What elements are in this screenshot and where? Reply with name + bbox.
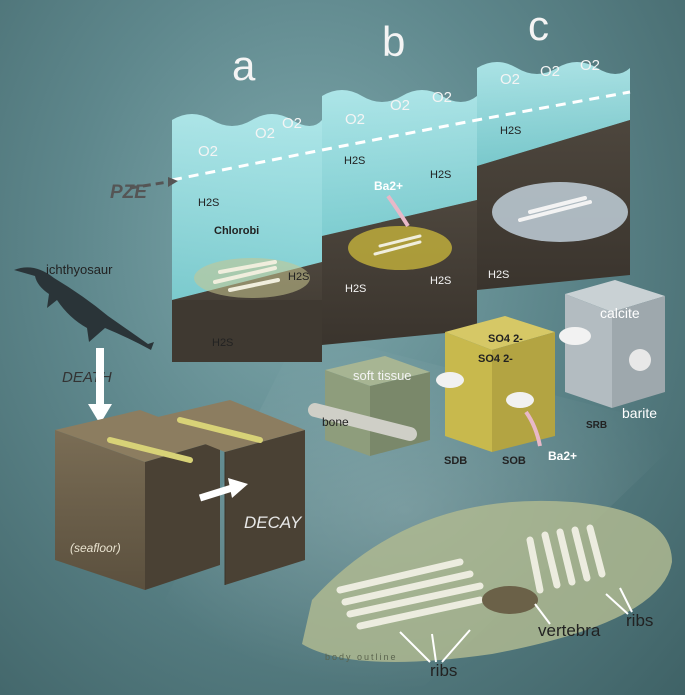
decay-arrow xyxy=(228,478,248,498)
bone-label: bone xyxy=(322,415,349,429)
soft-tissue-label: soft tissue xyxy=(353,368,412,383)
h2s-label: H2S xyxy=(500,125,521,137)
seafloor-label: (seafloor) xyxy=(70,541,121,555)
panel-a xyxy=(172,114,322,362)
pze-arrow xyxy=(129,180,169,190)
ribs-label: ribs xyxy=(626,611,653,630)
death-arrow xyxy=(88,404,112,424)
h2s-label: H2S xyxy=(430,169,451,181)
ichthyosaur-silhouette xyxy=(14,267,154,350)
h2s-label: H2S xyxy=(430,275,451,287)
sob-label: SOB xyxy=(502,455,526,467)
panel-b xyxy=(322,90,477,345)
panel-label-a: a xyxy=(232,42,256,89)
h2s-label: H2S xyxy=(344,155,365,167)
calcite-cube xyxy=(559,280,665,408)
h2s-label: H2S xyxy=(212,337,233,349)
sulfate-cube xyxy=(436,316,555,452)
h2s-label: H2S xyxy=(345,283,366,295)
srb-label: SRB xyxy=(586,420,607,431)
h2s-label: H2S xyxy=(198,197,219,209)
chlorobi-label: Chlorobi xyxy=(214,225,259,237)
carcass-c xyxy=(492,182,628,242)
panel-c xyxy=(477,62,630,290)
barite-label: barite xyxy=(622,405,657,421)
o2-label: O2 xyxy=(580,57,600,74)
o2-label: O2 xyxy=(432,89,452,106)
decay-label: DECAY xyxy=(244,513,303,532)
carcass-a xyxy=(194,258,310,298)
sdb-label: SDB xyxy=(444,455,467,467)
o2-label: O2 xyxy=(390,97,410,114)
sulfate-label: SO4 2- xyxy=(488,333,523,345)
pze-line xyxy=(171,90,631,182)
pze-label: PZE xyxy=(110,182,148,203)
death-label: DEATH xyxy=(62,369,112,386)
soft-tissue-cube xyxy=(308,356,430,456)
seafloor-blocks xyxy=(55,400,305,590)
o2-label: O2 xyxy=(500,71,520,88)
vertebra-label: vertebra xyxy=(538,621,601,640)
ribs-label: ribs xyxy=(430,661,457,680)
o2-label: O2 xyxy=(198,143,218,160)
h2s-label: H2S xyxy=(288,271,309,283)
sulfate-label: SO4 2- xyxy=(478,353,513,365)
calcite-label: calcite xyxy=(600,305,640,321)
o2-label: O2 xyxy=(255,125,275,142)
panel-label-c: c xyxy=(528,2,549,49)
o2-label: O2 xyxy=(282,115,302,132)
fossil-body-outline xyxy=(302,500,672,662)
barium-label: Ba2+ xyxy=(374,179,403,193)
panel-label-b: b xyxy=(382,18,405,65)
body-outline-label: body outline xyxy=(325,652,398,662)
h2s-label: H2S xyxy=(488,269,509,281)
barium-cube-label: Ba2+ xyxy=(548,449,577,463)
o2-label: O2 xyxy=(345,111,365,128)
ichthyosaur-label: ichthyosaur xyxy=(46,262,113,277)
o2-label: O2 xyxy=(540,63,560,80)
